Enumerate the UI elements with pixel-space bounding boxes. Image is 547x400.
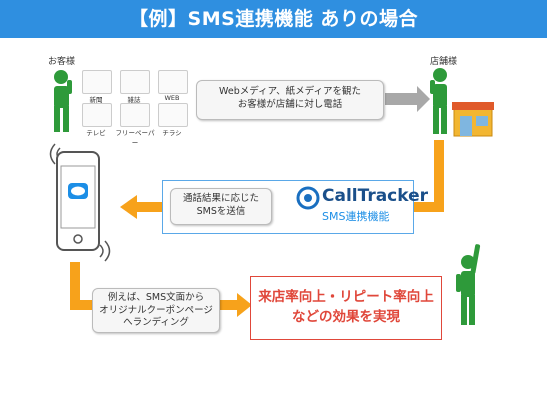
result-line1: 来店率向上・リピート率向上 [258, 289, 434, 305]
smartphone-icon [49, 143, 111, 262]
magazine-icon [120, 70, 150, 94]
free-paper-icon [120, 103, 150, 127]
newspaper-icon [82, 70, 112, 94]
media-item: チラシ [158, 103, 191, 137]
web-icon [158, 70, 188, 94]
step2-line2: SMSを送信 [196, 206, 246, 217]
cheering-person-icon [456, 244, 481, 325]
step1-box: Webメディア、紙メディアを観た お客様が店舗に対し電話 [196, 80, 384, 120]
result-box: 来店率向上・リピート率向上 などの効果を実現 [250, 276, 442, 340]
calltracker-logo-icon [296, 186, 320, 210]
calltracker-sub: SMS連携機能 [322, 210, 390, 223]
media-grid: 新聞 雑誌 WEB テレビ フリーペーパー チラシ [82, 70, 192, 147]
flyer-icon [158, 103, 188, 127]
customer-person-icon [54, 70, 72, 132]
step3-line3: へランディング [123, 317, 189, 328]
step3-box: 例えば、SMS文面から オリジナルクーポンページ へランディング [92, 288, 220, 333]
media-item: 雑誌 [120, 70, 153, 104]
step3-line2: オリジナルクーポンページ [99, 304, 213, 316]
step3-line1: 例えば、SMS文面から [107, 292, 205, 303]
media-item: フリーペーパー [116, 103, 155, 147]
store-label: 店舗様 [430, 57, 458, 67]
step2-box: 通話結果に応じた SMSを送信 [170, 188, 272, 225]
store-building-icon [452, 102, 494, 137]
calltracker-brand: CallTracker [322, 186, 429, 206]
customer-label: お客様 [48, 57, 76, 67]
title-banner: 【例】SMS連携機能 ありの場合 [0, 0, 547, 38]
result-line2: などの効果を実現 [292, 309, 400, 325]
gray-arrow [385, 86, 430, 112]
media-item: 新聞 [82, 70, 115, 104]
step1-line2: お客様が店舗に対し電話 [237, 99, 343, 110]
step2-line1: 通話結果に応じた [182, 193, 259, 204]
media-item: テレビ [82, 103, 115, 137]
orange-arrow-phone-to-result [70, 262, 252, 317]
store-person-icon [430, 68, 447, 134]
media-item: WEB [158, 70, 191, 102]
step1-line1: Webメディア、紙メディアを観た [219, 86, 361, 97]
orange-arrow-store-to-phone [120, 140, 444, 219]
tv-icon [82, 103, 112, 127]
